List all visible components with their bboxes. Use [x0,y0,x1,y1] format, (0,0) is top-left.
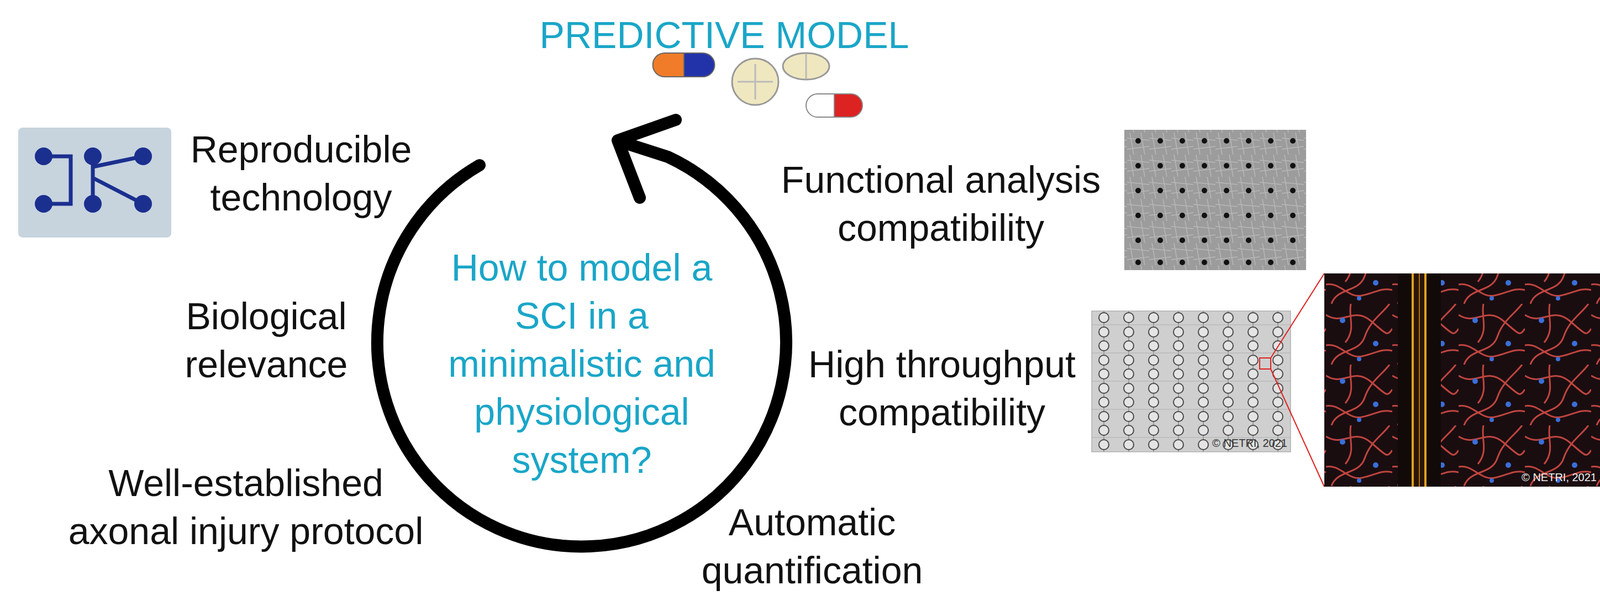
plate-image [1091,273,1325,487]
feature-label: Functional analysis compatibility [769,155,1113,252]
question-text: How to model a SCI in a minimalistic and… [443,243,720,484]
chip-image [18,127,172,238]
feature-label: Automatic quantification [690,498,934,595]
watermark-wrap: © NETRI, 2021 [1521,470,1597,484]
cycle-arrow [377,119,787,547]
feature-wrap: Reproducible technology [179,125,423,222]
question-circle: How to model a SCI in a minimalistic and… [443,243,720,484]
fluorescence-image [1324,273,1600,487]
feature-wrap: Functional analysis compatibility [769,155,1113,252]
feature-label: Well-established axonal injury protocol [58,459,434,556]
feature-wrap: High throughput compatibility [792,340,1092,437]
watermark-wrap: © NETRI, 2021 [1212,436,1288,450]
feature-wrap: Well-established axonal injury protocol [58,459,434,556]
feature-label: Reproducible technology [179,125,423,222]
watermark: © NETRI, 2021 [1212,436,1288,450]
pill-icons [653,53,863,118]
feature-wrap: Automatic quantification [690,498,934,595]
watermark: © NETRI, 2021 [1521,470,1597,484]
mea-image [1124,129,1307,271]
feature-wrap: Biological relevance [172,292,361,389]
diagram-title: PREDICTIVE MODEL [539,11,910,60]
feature-label: Biological relevance [172,292,361,389]
title-wrap: PREDICTIVE MODEL [539,11,910,60]
feature-label: High throughput compatibility [792,340,1092,437]
